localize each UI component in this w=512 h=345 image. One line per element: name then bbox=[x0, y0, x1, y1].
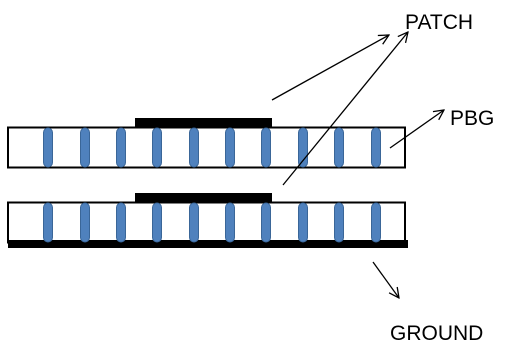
pbg-arrow bbox=[389, 110, 444, 149]
bottom-patch bbox=[135, 193, 272, 203]
top-via-5 bbox=[189, 127, 199, 168]
top-via-1 bbox=[43, 127, 53, 168]
bottom-via-1 bbox=[43, 202, 53, 243]
top-substrate bbox=[7, 126, 406, 169]
bottom-via-2 bbox=[80, 202, 90, 243]
top-via-2 bbox=[80, 127, 90, 168]
ground-label: GROUND bbox=[390, 322, 483, 345]
top-substrate-group bbox=[7, 118, 406, 169]
patch-label: PATCH bbox=[405, 11, 473, 34]
bottom-substrate-group bbox=[7, 193, 408, 248]
patch-arrow-2 bbox=[282, 32, 408, 186]
top-via-9 bbox=[334, 127, 344, 168]
patch-arrow-1 bbox=[271, 35, 389, 101]
bottom-via-4 bbox=[152, 202, 162, 243]
bottom-via-9 bbox=[334, 202, 344, 243]
bottom-via-row bbox=[43, 202, 381, 243]
top-via-6 bbox=[225, 127, 235, 168]
top-via-7 bbox=[261, 127, 271, 168]
bottom-substrate bbox=[7, 201, 406, 244]
top-via-4 bbox=[152, 127, 162, 168]
ground-plane bbox=[8, 240, 408, 248]
bottom-via-8 bbox=[298, 202, 308, 243]
bottom-via-7 bbox=[261, 202, 271, 243]
ground-arrow bbox=[372, 261, 399, 298]
top-via-10 bbox=[371, 127, 381, 168]
top-via-3 bbox=[116, 127, 126, 168]
pbg-label: PBG bbox=[450, 107, 494, 130]
bottom-via-5 bbox=[189, 202, 199, 243]
bottom-via-3 bbox=[116, 202, 126, 243]
top-patch bbox=[135, 118, 272, 128]
bottom-via-6 bbox=[225, 202, 235, 243]
bottom-via-10 bbox=[371, 202, 381, 243]
